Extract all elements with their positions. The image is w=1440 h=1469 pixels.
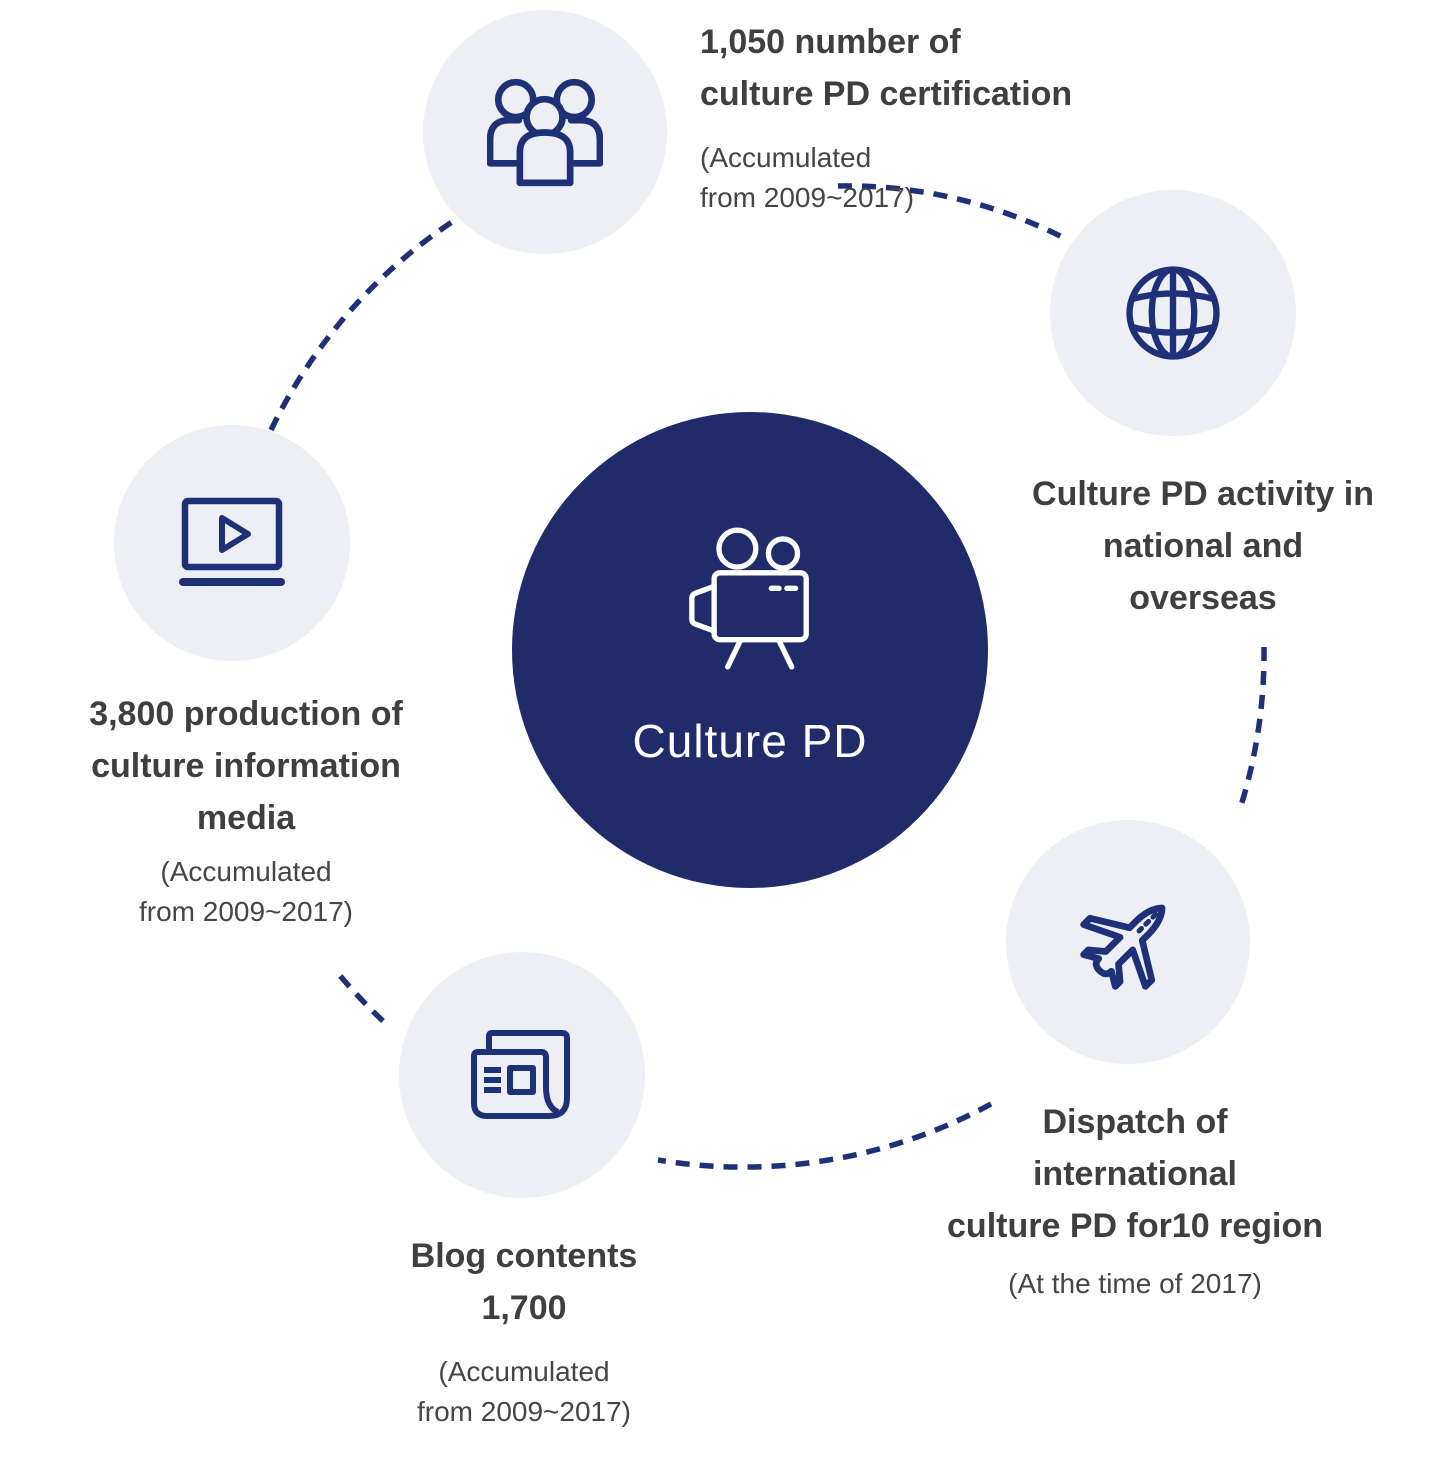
activity-title-line2: national and	[1102, 527, 1304, 565]
certification-note-line2: from 2009~2017)	[700, 182, 915, 213]
dispatch-text: Dispatch of international culture PD for…	[935, 1096, 1335, 1304]
media-title-line2: culture information	[91, 747, 401, 785]
dispatch-circle	[1006, 820, 1250, 1064]
blog-note-line1: (Accumulated	[438, 1356, 610, 1387]
connector-dispatch-to-blog	[657, 1101, 993, 1170]
media-title-line1: 3,800 production of	[89, 695, 403, 733]
activity-title-line3: overseas	[1129, 579, 1277, 617]
blog-text: Blog contents 1,700 (Accumulated from 20…	[324, 1230, 724, 1432]
certification-title-line1: 1,050 number of	[700, 23, 961, 61]
media-note-line2: from 2009~2017)	[138, 896, 354, 927]
center-label: Culture PD	[632, 715, 868, 767]
certification-text: 1,050 number of culture PD certification…	[700, 16, 1072, 218]
blog-title-line2: 1,700	[481, 1289, 567, 1327]
connector-activity-to-dispatch	[1236, 646, 1267, 813]
airplane-icon	[1080, 904, 1166, 990]
activity-title-line1: Culture PD activity in	[1032, 475, 1374, 513]
connector-certification-to-activity	[837, 183, 1070, 243]
dispatch-title-line2: international	[1032, 1155, 1238, 1193]
activity-circle	[1050, 190, 1296, 436]
dispatch-note-line1: (At the time of 2017)	[1008, 1268, 1262, 1299]
media-circle	[114, 425, 350, 661]
dispatch-title-line3: culture PD for10 region	[947, 1207, 1323, 1245]
dispatch-title-line1: Dispatch of	[1042, 1103, 1228, 1141]
center-circle: Culture PD	[512, 412, 988, 888]
certification-note-line1: (Accumulated	[700, 142, 872, 173]
certification-title-line2: culture PD certification	[700, 75, 1073, 113]
certification-circle	[423, 10, 667, 254]
newspaper-icon	[471, 1030, 570, 1119]
movie-camera-icon	[689, 527, 809, 670]
globe-icon	[1126, 266, 1220, 360]
video-player-icon	[179, 497, 285, 586]
blog-title-line1: Blog contents	[410, 1237, 638, 1275]
media-note-line1: (Accumulated	[160, 856, 332, 887]
connector-blog-to-media	[334, 970, 385, 1024]
connector-media-to-certification	[268, 219, 454, 432]
media-text: 3,800 production of culture information …	[46, 688, 446, 932]
people-icon	[487, 78, 603, 187]
blog-circle	[399, 952, 645, 1198]
activity-text: Culture PD activity in national and over…	[1003, 468, 1403, 624]
blog-note-line2: from 2009~2017)	[416, 1396, 632, 1427]
media-title-line3: media	[196, 799, 296, 837]
